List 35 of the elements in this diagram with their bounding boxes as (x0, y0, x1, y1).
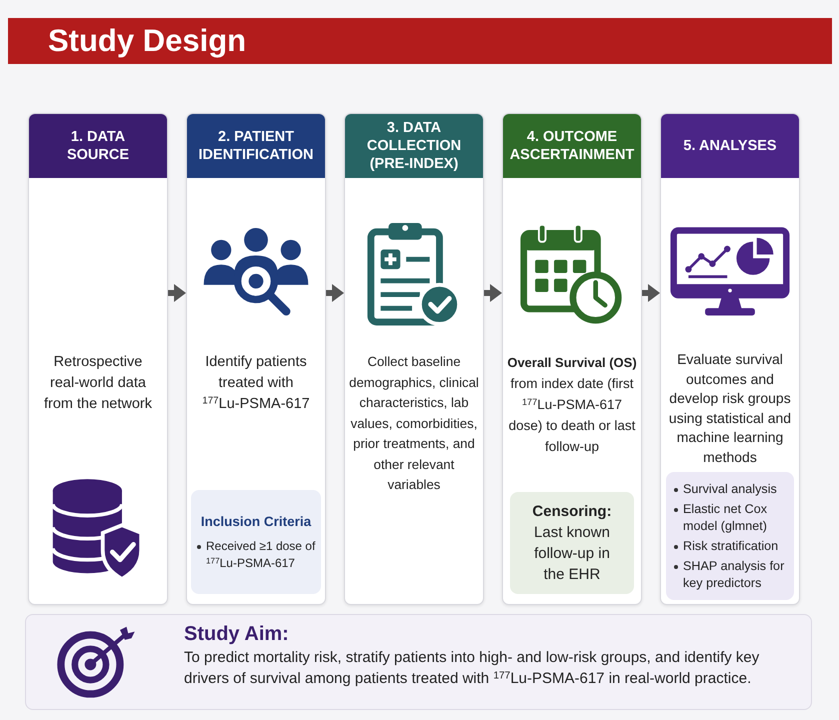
panel-heading: Inclusion Criteria (200, 513, 312, 532)
methods-panel (666, 472, 794, 600)
step-description: from index date (first $^{177}$Lu-PSMA-617 dose) to death or last follow-up (508, 375, 636, 456)
step-description: Retrospective real-world data from the network (43, 353, 153, 414)
step-subheading: Overall Survival (OS) (507, 354, 637, 372)
panel-text: Last known follow-up in the EHR (533, 523, 611, 585)
step-card (660, 113, 800, 605)
step-description: Collect baseline demographics, clinical characteristics, lab values, comorbidities, prior treatments, and other relevant variables (348, 353, 480, 494)
bullet-item: Elastic net Cox model (glmnet) (672, 500, 788, 534)
panel-heading: Censoring: (532, 502, 612, 522)
bullet-item: Risk stratification (672, 538, 788, 554)
step-description: Identify patients treated with $^{177}$Lu-PSMA-617 (201, 353, 311, 414)
step-card (186, 113, 326, 605)
step-card (502, 113, 642, 605)
flow-arrow (642, 284, 660, 302)
flow-arrow (168, 284, 186, 302)
bullet-item: SHAP analysis for key predictors (672, 558, 788, 592)
title-banner: Study Design (8, 18, 832, 64)
aim-heading: Study Aim: (184, 622, 289, 646)
bullet-item: Survival analysis (672, 480, 788, 498)
step-header: 4. OUTCOME ASCERTAINMENT (503, 114, 641, 178)
step-header: 5. ANALYSES (661, 114, 799, 178)
bullet-item: Received ≥1 dose of $^{177}$Lu-PSMA-617 (195, 538, 317, 572)
censoring-panel (510, 492, 634, 594)
aim-panel (25, 614, 812, 710)
step-card (344, 113, 484, 605)
step-header: 2. PATIENT IDENTIFICATION (187, 114, 325, 178)
flow-arrow (484, 284, 502, 302)
step-header: 1. DATA SOURCE (29, 114, 167, 178)
step-header: 3. DATA COLLECTION (PRE-INDEX) (345, 114, 483, 178)
step-description: Evaluate survival outcomes and develop risk groups using statistical and machine learning methods (668, 350, 792, 466)
aim-text: To predict mortality risk, stratify patients into high- and low-risk groups, and identify key drivers of survival among patients treated with $^{177}$Lu-PSMA-617 in real-world practice. (184, 648, 760, 689)
flow-arrow (326, 284, 344, 302)
step-card (28, 113, 168, 605)
criteria-panel (191, 490, 321, 594)
